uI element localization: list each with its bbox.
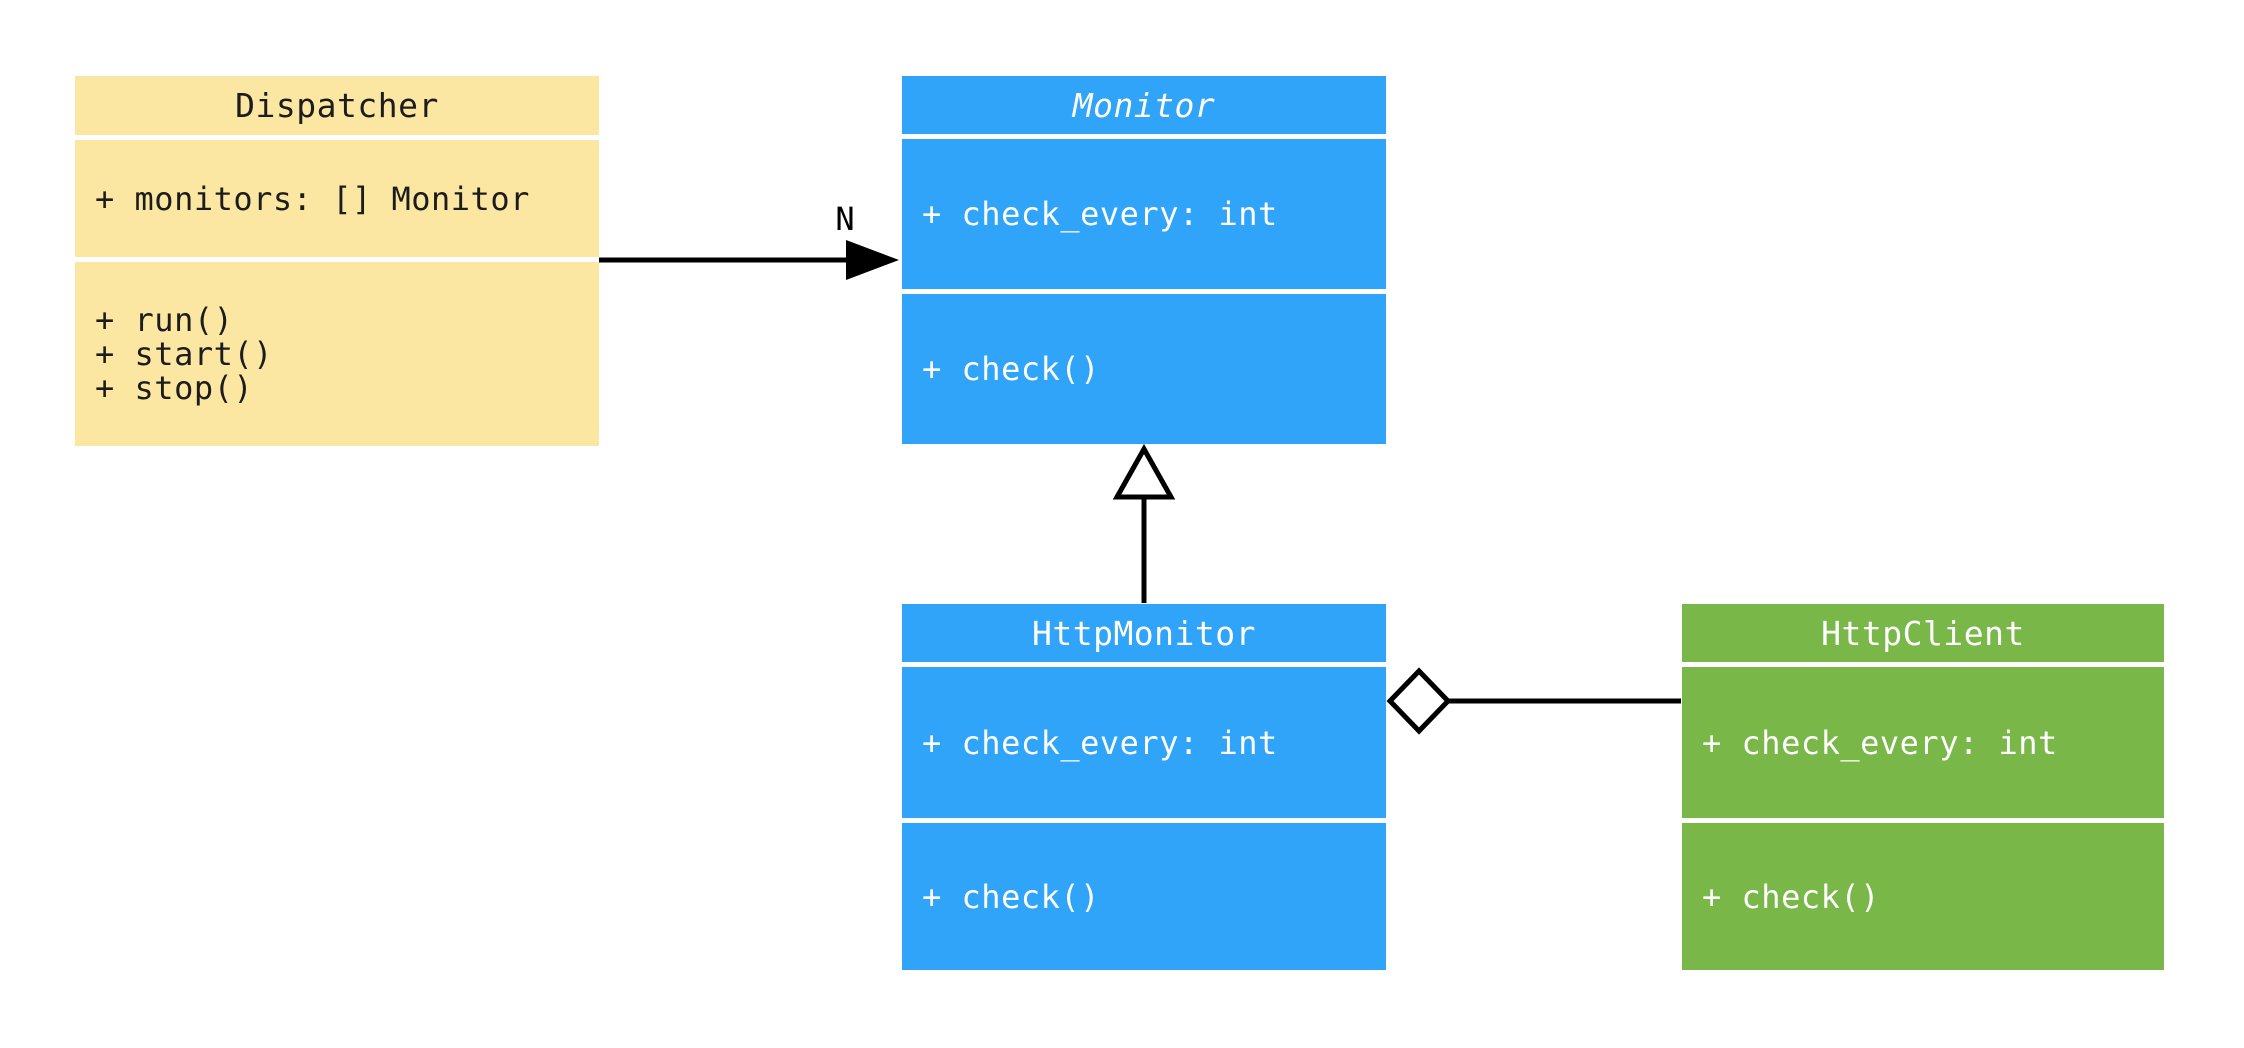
class-dispatcher-title: Dispatcher — [75, 76, 599, 135]
class-monitor-methods-section: + check() — [902, 294, 1386, 444]
method-line: + check() — [922, 350, 1100, 388]
class-dispatcher-methods-section: + run() + start() + stop() — [75, 262, 599, 446]
class-monitor-attributes-section: + check_every: int — [902, 139, 1386, 289]
method-line: + stop() — [95, 369, 254, 407]
class-httpmonitor-title: HttpMonitor — [902, 604, 1386, 662]
class-httpmonitor-methods-section: + check() — [902, 823, 1386, 970]
aggregation-diamond-icon — [1386, 667, 1452, 735]
attribute-line: + monitors: [] Monitor — [95, 179, 530, 218]
association-arrowhead-icon — [846, 240, 899, 280]
attribute-line: + check_every: int — [922, 195, 1278, 233]
class-httpclient: HttpClient + check_every: int + check() — [1682, 604, 2164, 970]
method-line: + check() — [1702, 877, 1880, 916]
class-httpclient-methods-section: + check() — [1682, 823, 2164, 970]
class-httpclient-attributes-section: + check_every: int — [1682, 667, 2164, 818]
multiplicity-label: N — [835, 200, 855, 238]
class-monitor: Monitor + check_every: int + check() — [902, 76, 1386, 444]
method-line: + start() — [95, 335, 273, 373]
class-dispatcher-attributes-section: + monitors: [] Monitor — [75, 140, 599, 257]
class-dispatcher: Dispatcher + monitors: [] Monitor + run(… — [75, 76, 599, 446]
attribute-line: + check_every: int — [1702, 723, 2058, 762]
method-line: + run() — [95, 301, 234, 339]
class-httpmonitor-attributes-section: + check_every: int — [902, 667, 1386, 818]
attribute-line: + check_every: int — [922, 723, 1278, 762]
class-monitor-title: Monitor — [902, 76, 1386, 134]
inheritance-triangle-icon — [1112, 443, 1176, 500]
method-line: + check() — [922, 877, 1100, 916]
class-httpmonitor: HttpMonitor + check_every: int + check() — [902, 604, 1386, 970]
class-httpclient-title: HttpClient — [1682, 604, 2164, 662]
